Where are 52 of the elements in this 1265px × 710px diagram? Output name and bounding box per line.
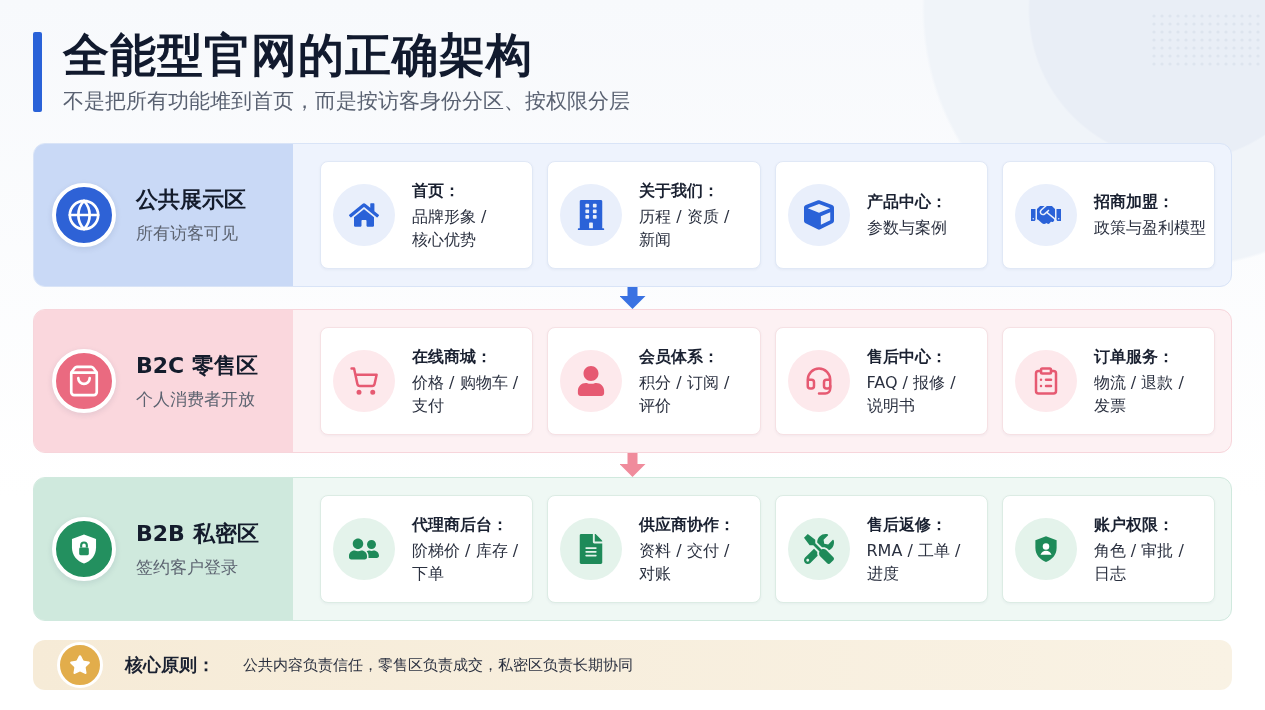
card-title: 首页： — [412, 179, 461, 202]
card-title: 产品中心： — [866, 191, 947, 213]
principle-bar — [33, 640, 1232, 690]
feature-card — [320, 495, 534, 603]
zone-title: 公共展示区 — [136, 186, 246, 214]
card-title: 会员体系： — [639, 345, 721, 368]
zone-title: B2B 私密区 — [136, 520, 259, 548]
feature-card — [774, 327, 988, 435]
feature-card — [774, 161, 988, 269]
zone-band — [33, 477, 1232, 621]
card-description: 品牌形象 / 核心优势 — [412, 205, 488, 251]
card-description: 阶梯价 / 库存 / 下单 — [412, 539, 520, 585]
zone-band — [33, 143, 1232, 287]
zone-title: B2C 零售区 — [136, 352, 258, 380]
card-title: 供应商协作： — [639, 513, 737, 536]
card-title: 在线商城： — [412, 345, 493, 368]
zone-band — [33, 309, 1232, 453]
card-description: 积分 / 订阅 / 评价 — [639, 371, 731, 417]
card-description: RMA / 工单 / 进度 — [866, 539, 962, 585]
page-title: 全能型官网的正确架构 — [63, 28, 534, 82]
card-description: 角色 / 审批 / 日志 — [1093, 539, 1185, 585]
flow-arrow — [619, 453, 646, 477]
card-title: 售后中心： — [866, 345, 948, 368]
card-title: 招商加盟： — [1093, 191, 1175, 213]
flow-arrow — [619, 287, 646, 309]
card-title: 订单服务： — [1093, 345, 1175, 368]
feature-card — [774, 495, 988, 603]
card-description: 物流 / 退款 / 发票 — [1093, 371, 1185, 417]
zone-subtitle: 所有访客可见 — [136, 222, 239, 244]
feature-card — [547, 327, 761, 435]
card-title: 售后返修： — [866, 513, 948, 536]
card-description: 价格 / 购物车 / 支付 — [412, 371, 520, 417]
zone-subtitle: 签约客户登录 — [136, 556, 239, 578]
feature-card — [1001, 495, 1215, 603]
feature-card — [547, 161, 761, 269]
feature-card — [547, 495, 761, 603]
card-title: 账户权限： — [1093, 513, 1175, 536]
feature-card — [320, 327, 534, 435]
card-description: FAQ / 报修 / 说明书 — [866, 371, 957, 417]
principle-text: 公共内容负责信任，零售区负责成交，私密区负责长期协同 — [243, 655, 633, 675]
principle-title: 核心原则： — [125, 653, 215, 677]
card-title: 关于我们： — [639, 179, 721, 202]
card-description: 参数与案例 — [866, 217, 947, 239]
card-description: 资料 / 交付 / 对账 — [639, 539, 731, 585]
feature-card — [1001, 161, 1215, 269]
zone-subtitle: 个人消费者开放 — [136, 388, 256, 410]
card-description: 政策与盈利模型 — [1093, 217, 1206, 239]
feature-card — [320, 161, 534, 269]
page-subtitle: 不是把所有功能堆到首页，而是按访客身份分区、按权限分层 — [63, 88, 630, 114]
feature-card — [1001, 327, 1215, 435]
card-description: 历程 / 资质 / 新闻 — [639, 205, 731, 251]
card-title: 代理商后台： — [412, 513, 509, 536]
